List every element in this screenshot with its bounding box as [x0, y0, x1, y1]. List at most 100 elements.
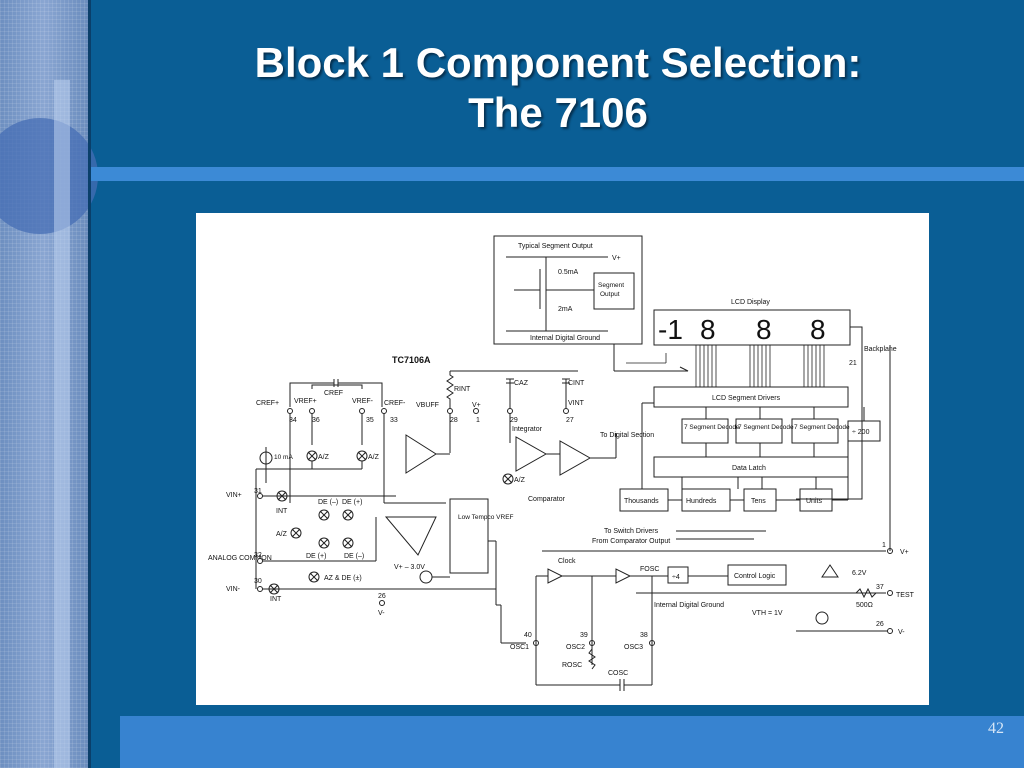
seg-box-title: Typical Segment Output — [518, 243, 593, 250]
segment-bus — [626, 345, 825, 387]
vth-label: VTH = 1V — [752, 610, 783, 617]
counter-units: Units — [806, 498, 822, 505]
seg-current-bottom: 2mA — [558, 306, 573, 313]
vplus-top-label: V+ — [472, 402, 481, 409]
side-edge — [88, 0, 91, 768]
v-minus-left: V- — [378, 610, 385, 617]
slide-title: Block 1 Component Selection: The 7106 — [92, 38, 1024, 138]
de-plus-bottom: DE (+) — [306, 553, 326, 560]
v-minus-3v-label: V+ – 3.0V — [394, 564, 425, 571]
osc-pin-40: 40 — [524, 632, 532, 639]
rint-label: RINT — [454, 386, 471, 393]
left-pins: VIN+ 31 ANALOG COMMON 32 VIN- 30 26 V- — [208, 469, 496, 617]
reference-section: CREF CREF+ VREF+ VREF- CREF- VBUFF 34 36… — [256, 379, 574, 503]
cosc-label: COSC — [608, 670, 628, 677]
slide-title-line-2: The 7106 — [468, 89, 648, 136]
digital-section: LCD Segment Drivers 7 Segment Decode 7 S… — [619, 386, 881, 512]
pin-33: 33 — [390, 417, 398, 424]
decoder-1: 7 Segment Decode — [684, 424, 740, 431]
pin-29: 29 — [510, 417, 518, 424]
page-number: 42 — [988, 720, 1004, 737]
counter-thousands: Thousands — [624, 498, 659, 505]
int-switch-label-2: INT — [270, 596, 282, 603]
tc7106a-schematic: Typical Segment Output V+ 0.5mA 2mA Segm… — [208, 235, 915, 691]
lcd-display: LCD Display -1 8 8 8 Backplane 21 — [653, 299, 897, 500]
pin-36: 36 — [312, 417, 320, 424]
decoder-2: 7 Segment Decode — [738, 424, 794, 431]
pin-1: 1 — [476, 417, 480, 424]
vbuff-label: VBUFF — [416, 402, 439, 409]
data-latch-label: Data Latch — [732, 465, 766, 472]
de-minus-top: DE (–) — [318, 499, 338, 506]
lcd-digit-4: 8 — [810, 314, 826, 345]
to-switch-drivers-label: To Switch Drivers — [604, 528, 659, 535]
pin-28: 28 — [450, 417, 458, 424]
counter-hundreds: Hundreds — [686, 498, 717, 505]
int-switch-label: INT — [276, 508, 288, 515]
control-section: To Switch Drivers From Comparator Output… — [536, 345, 915, 636]
analog-switches: INT A/Z DE (–) DE (+) DE (+) DE (–) AZ &… — [259, 447, 364, 603]
footer-bar — [120, 716, 1024, 768]
pin-27: 27 — [566, 417, 574, 424]
r500-label: 500Ω — [856, 602, 873, 609]
pin-26-right: 26 — [876, 621, 884, 628]
decoder-3: 7 Segment Decode — [794, 424, 850, 431]
comparator-label: Comparator — [528, 496, 566, 503]
osc-pin-39: 39 — [580, 632, 588, 639]
clock-label: Clock — [558, 558, 576, 565]
pin-30: 30 — [254, 578, 262, 585]
pin-1-right: 1 — [882, 542, 886, 549]
osc1-label: OSC1 — [510, 644, 529, 651]
osc-pin-38: 38 — [640, 632, 648, 639]
az-switch-4: A/Z — [276, 531, 288, 538]
pin-26-left: 26 — [378, 593, 386, 600]
pin-32: 32 — [254, 552, 262, 559]
pin-31: 31 — [254, 488, 262, 495]
side-circle-decoration — [0, 118, 98, 234]
reference-buffer: V+ – 3.0V Low Tempco VREF — [375, 498, 526, 644]
cref-plus-label: CREF+ — [256, 400, 279, 407]
divide-200: ÷ 200 — [852, 429, 870, 436]
seg-ground: Internal Digital Ground — [530, 335, 600, 342]
seg-output-line-1: Segment — [598, 282, 624, 289]
az-switch-2: A/Z — [368, 454, 380, 461]
schematic-panel: Typical Segment Output V+ 0.5mA 2mA Segm… — [196, 213, 929, 705]
fosc-label: FOSC — [640, 566, 659, 573]
lcd-display-label: LCD Display — [731, 299, 770, 306]
test-label: TEST — [896, 592, 915, 599]
segment-drivers-label: LCD Segment Drivers — [712, 395, 781, 402]
de-minus-bottom: DE (–) — [344, 553, 364, 560]
low-tempco-label: Low Tempco VREF — [458, 514, 514, 521]
oscillator-pins: 40 39 38 OSC1 OSC2 OSC3 ROSC COSC — [510, 576, 655, 691]
control-logic-label: Control Logic — [734, 573, 776, 580]
integrator-components: RINT CAZ CINT V+ VINT Integrator To Digi… — [384, 370, 654, 504]
vref-minus-label: VREF- — [352, 398, 374, 405]
az-switch-1: A/Z — [318, 454, 330, 461]
pin-35: 35 — [366, 417, 374, 424]
osc3-label: OSC3 — [624, 644, 643, 651]
from-comparator-label: From Comparator Output — [592, 538, 670, 545]
vin-minus-label: VIN- — [226, 586, 241, 593]
slide-title-line-1: Block 1 Component Selection: — [254, 39, 862, 86]
segment-output-inset: Typical Segment Output V+ 0.5mA 2mA Segm… — [493, 235, 689, 372]
vin-plus-label: VIN+ — [226, 492, 242, 499]
lcd-digit-3: 8 — [756, 314, 772, 345]
backplane-label: Backplane — [864, 346, 897, 353]
integrator-label: Integrator — [512, 426, 543, 433]
internal-digital-ground-label: Internal Digital Ground — [654, 602, 724, 609]
seg-output-line-2: Output — [600, 291, 620, 298]
vint-label: VINT — [568, 400, 585, 407]
de-plus-top: DE (+) — [342, 499, 362, 506]
az-de-label: AZ & DE (±) — [324, 575, 362, 582]
osc2-label: OSC2 — [566, 644, 585, 651]
cref-label: CREF — [324, 390, 343, 397]
ten-ma-label: 10 mA — [274, 454, 293, 461]
lcd-digit-1: -1 — [658, 314, 683, 345]
seg-current-top: 0.5mA — [558, 269, 579, 276]
side-stripe-decoration — [54, 80, 70, 768]
side-texture — [0, 0, 88, 768]
cref-minus-label: CREF- — [384, 400, 406, 407]
pin-34: 34 — [289, 417, 297, 424]
zener-label: 6.2V — [852, 570, 867, 577]
counter-tens: Tens — [751, 498, 766, 505]
